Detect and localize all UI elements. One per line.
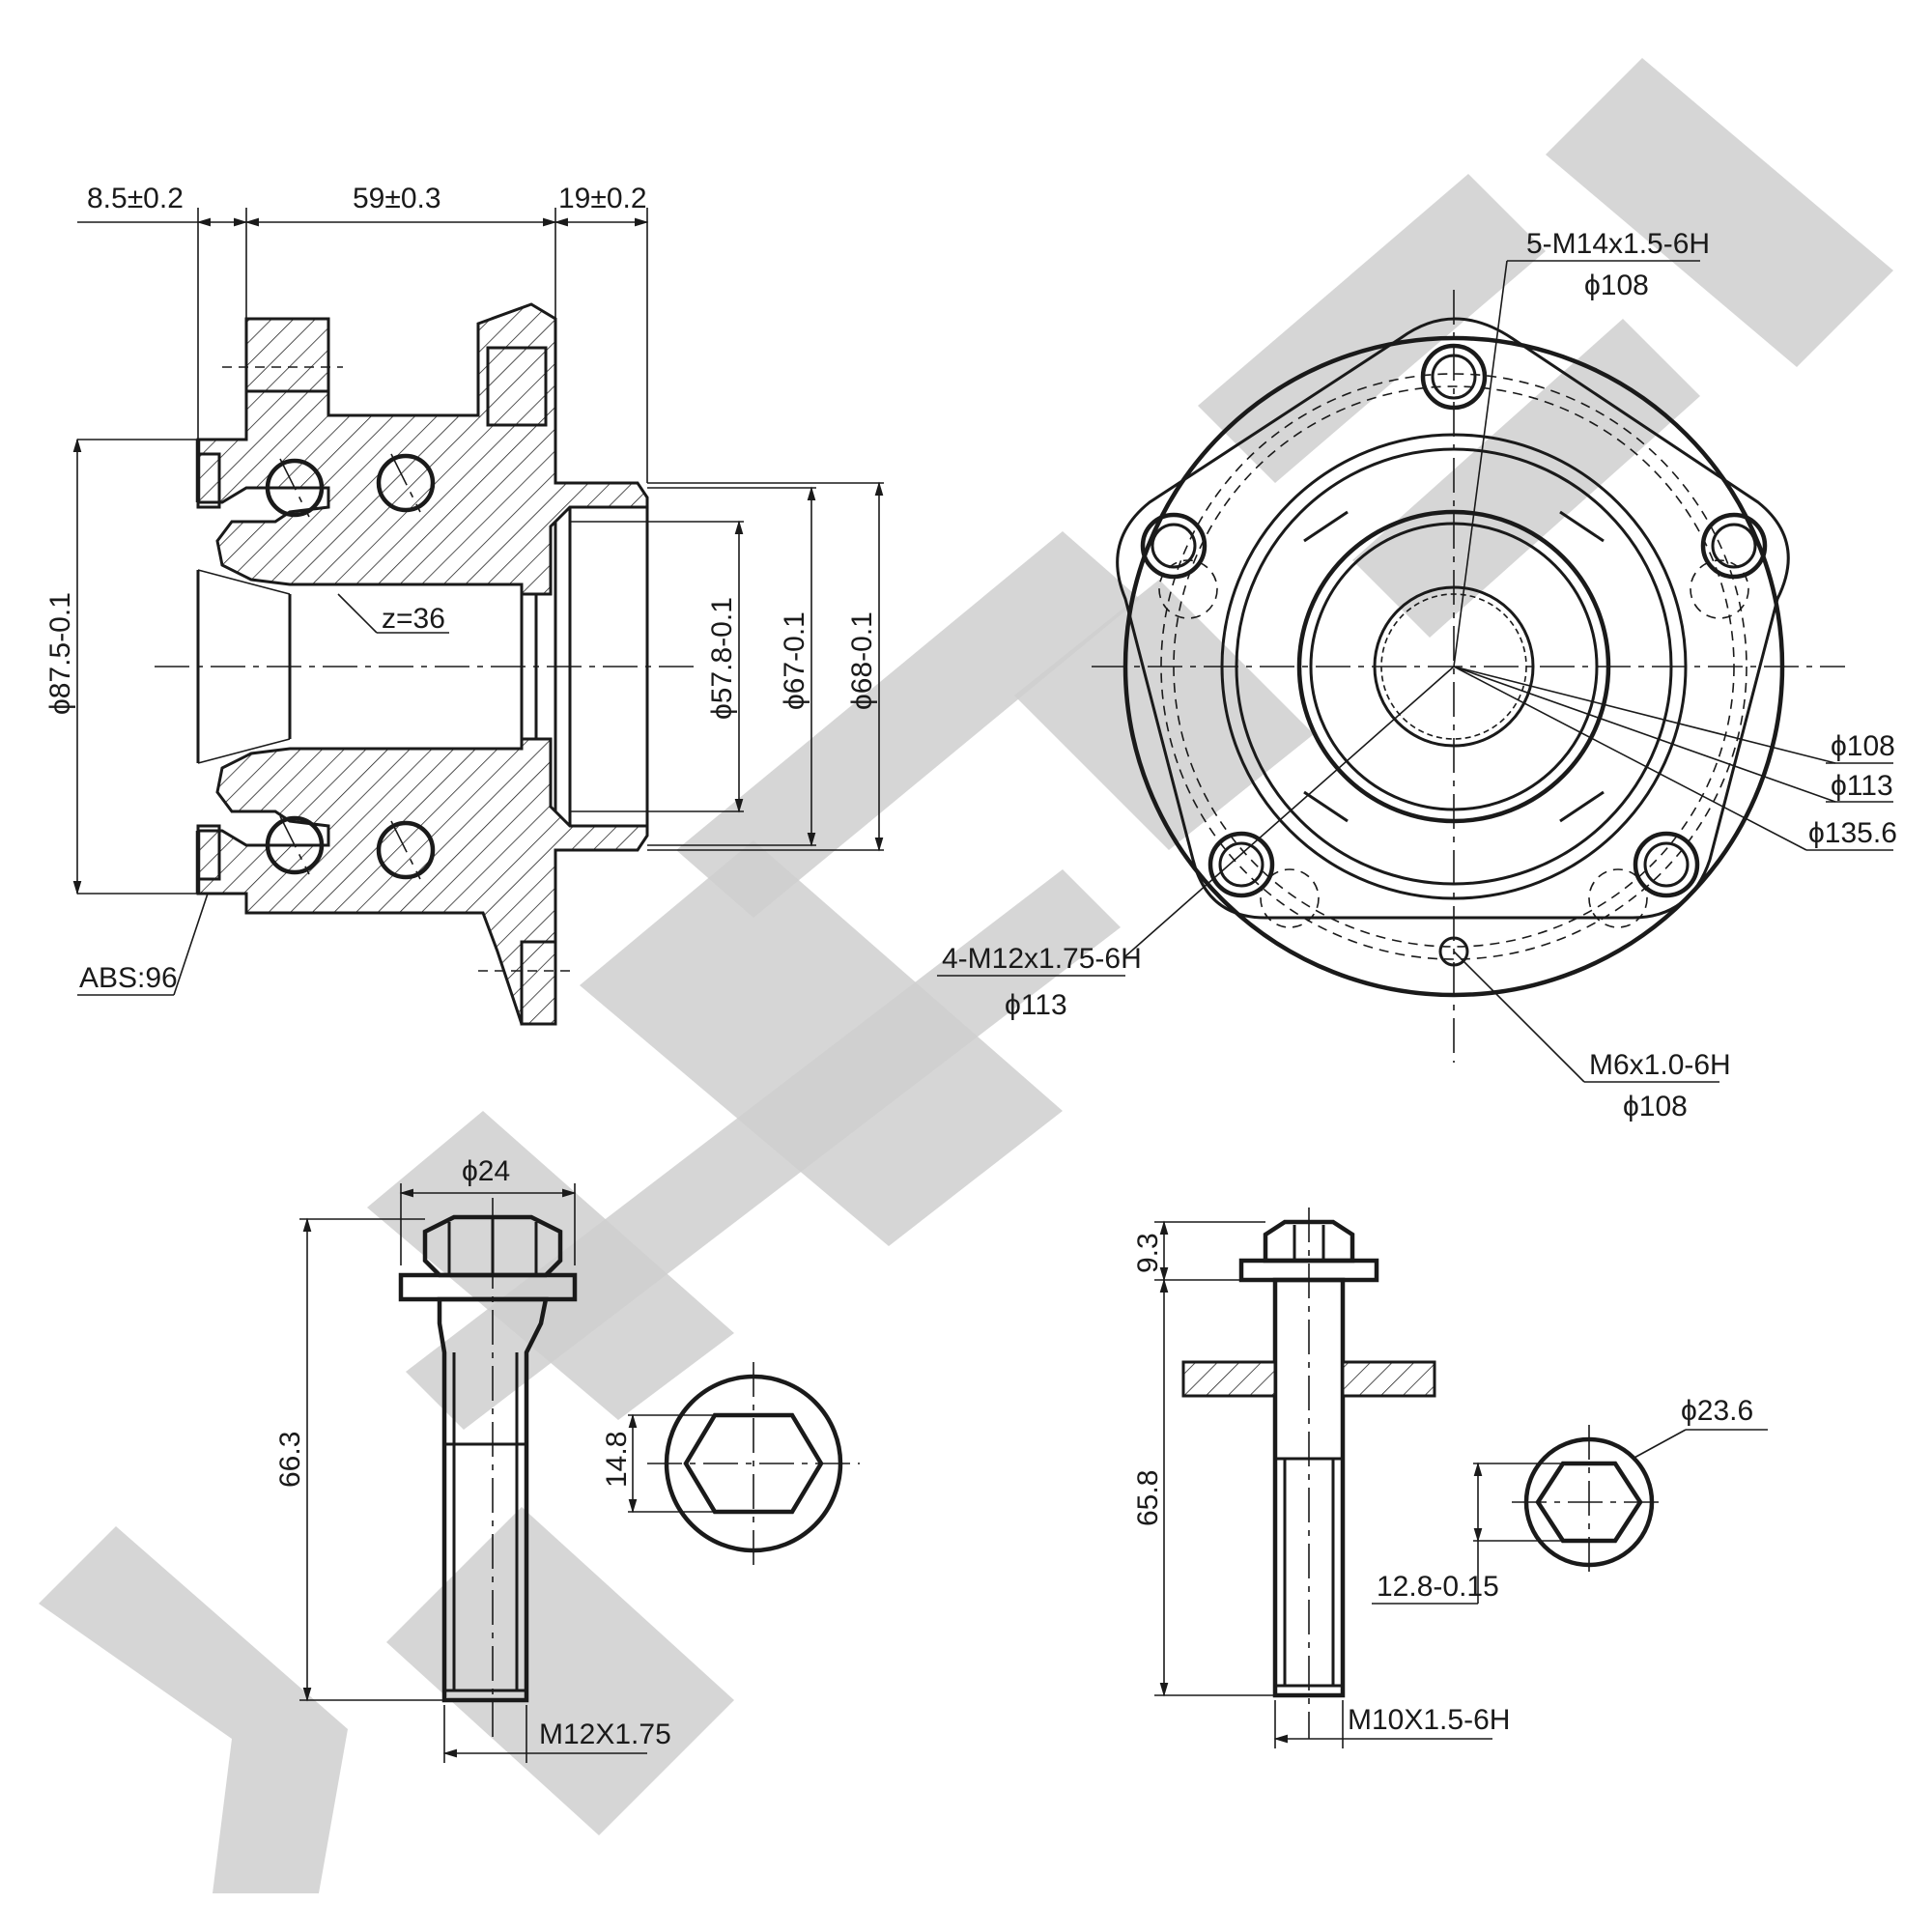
hub-section-view: 8.5±0.2 59±0.3 19±0.2 ϕ87.5-0.1 ϕ57.8-0.…: [44, 183, 884, 1026]
bolt-m10-views: 9.3 65.8 M10X1.5-6H ϕ23.6 12.8-0.15: [1132, 1208, 1768, 1748]
dim-middle-width: 59±0.3: [353, 183, 441, 214]
bolt-m10-across-flats: 12.8-0.15: [1377, 1571, 1499, 1603]
bolt-m12-thread: M12X1.75: [539, 1719, 671, 1750]
bolt-m12-length: 66.3: [274, 1432, 306, 1488]
diameter-a-label: ϕ108: [1831, 730, 1895, 762]
screw-thread-label: M6x1.0-6H: [1589, 1049, 1731, 1081]
dim-pilot-diameter: ϕ67-0.1: [779, 611, 810, 710]
abs-ring-teeth: ABS:96: [79, 962, 178, 994]
mount-thread-label: 4-M12x1.75-6H: [942, 943, 1142, 975]
bolt-m12-head-dia: ϕ24: [462, 1155, 510, 1187]
hub-front-view: 5-M14x1.5-6H ϕ108 ϕ108 ϕ113 ϕ135.6 4-M12…: [937, 228, 1897, 1122]
bolt-m10-head-dia: ϕ23.6: [1681, 1395, 1753, 1427]
hub-body-upper: [196, 302, 649, 596]
dim-right-width: 19±0.2: [558, 183, 647, 214]
bolt-m10-thread: M10X1.5-6H: [1348, 1704, 1510, 1736]
brand-watermark: [39, 58, 1893, 1893]
dim-outer-diameter: ϕ87.5-0.1: [44, 592, 76, 715]
dim-bore-diameter: ϕ57.8-0.1: [706, 597, 738, 720]
screw-pcd-label: ϕ108: [1623, 1091, 1688, 1122]
bolt-m12-views: ϕ24 66.3 M12X1.75 14.8: [274, 1155, 860, 1763]
bolt-m10-length: 65.8: [1132, 1470, 1164, 1526]
diameter-b-label: ϕ113: [1831, 770, 1893, 802]
mount-pcd-label: ϕ113: [1005, 989, 1067, 1021]
dim-flange-diameter: ϕ68-0.1: [846, 611, 878, 710]
dim-left-width: 8.5±0.2: [87, 183, 184, 214]
bolt-m12-across-flats: 14.8: [601, 1432, 633, 1488]
diameter-c-label: ϕ135.6: [1808, 817, 1897, 849]
stud-thread-label: 5-M14x1.5-6H: [1526, 228, 1710, 260]
hub-body-lower: [196, 737, 649, 1026]
bolt-m10-head-height: 9.3: [1132, 1233, 1164, 1273]
spline-count: z=36: [382, 603, 445, 635]
stud-pcd-label: ϕ108: [1584, 270, 1649, 301]
